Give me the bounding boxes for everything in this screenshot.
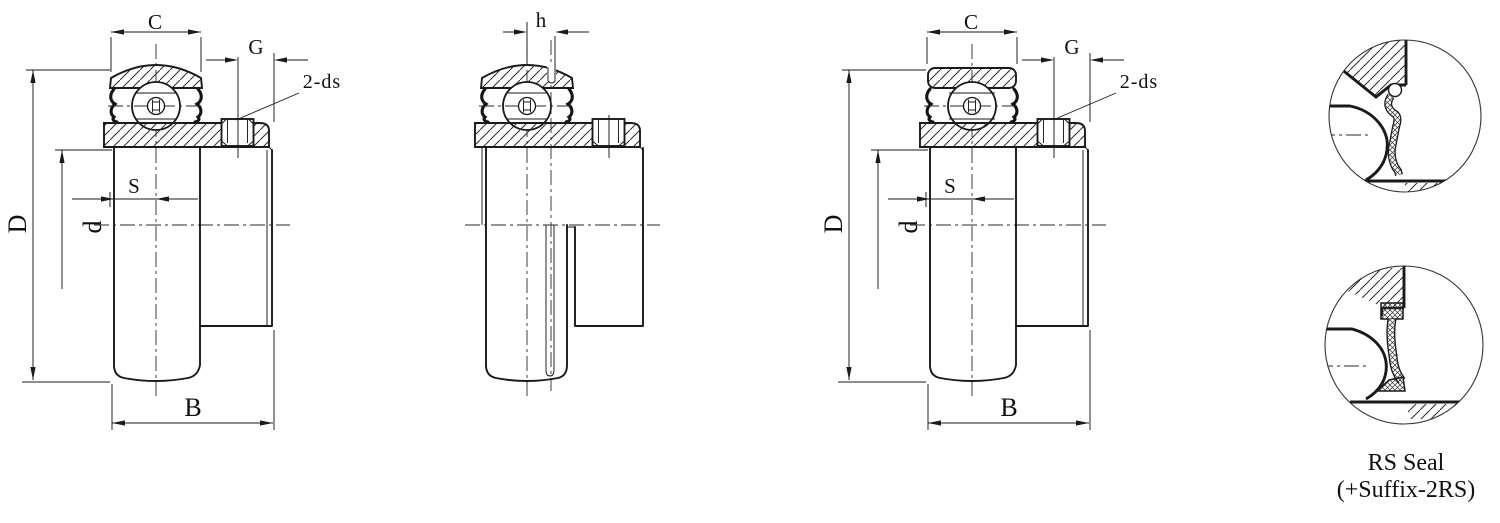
- cage-rivet-detail: [968, 99, 976, 113]
- dim-label-c-right: C: [964, 10, 978, 34]
- screw-label-left: 2-ds: [303, 71, 341, 93]
- dim-label-D-left: D: [3, 215, 32, 234]
- dimension-s: S: [72, 174, 198, 207]
- lower-hatch: [1406, 404, 1466, 419]
- dimension-b: B: [927, 330, 1091, 430]
- cage-rivet: [517, 96, 537, 116]
- cage-rivet-detail: [152, 99, 160, 113]
- set-screw: [1036, 118, 1071, 147]
- bearing-view-middle: h: [465, 8, 660, 396]
- shaft: [113, 146, 201, 382]
- cage-rivet-detail: [523, 99, 531, 113]
- seal-band-texture: [1385, 94, 1402, 176]
- dim-label-g-left: G: [248, 35, 263, 59]
- set-screw-callout: 2-ds: [1052, 71, 1158, 121]
- inner-ring-raceway-band: [135, 92, 177, 120]
- dim-label-c-left: C: [148, 10, 162, 34]
- seal-lip-right: [564, 87, 574, 124]
- screw-label-right: 2-ds: [1120, 71, 1158, 93]
- inner-ring-sphere-edge: [1329, 104, 1389, 182]
- dimension-h: h: [503, 8, 589, 72]
- dimension-bore: d: [55, 149, 112, 289]
- rubber-seal-stem-texture: [1387, 318, 1405, 383]
- cage-rivet: [146, 96, 166, 116]
- dim-label-b-left: B: [184, 393, 201, 422]
- inner-ring-raceway-band: [506, 92, 548, 120]
- seal-lip-right: [193, 87, 203, 124]
- dimension-c: C: [926, 10, 1018, 64]
- shaft-groove: [545, 225, 555, 377]
- dim-label-s-right: S: [944, 174, 956, 198]
- seal-caption-line2: (+Suffix-2RS): [1337, 477, 1475, 503]
- seal-lip-right: [1009, 87, 1019, 124]
- sleeve-edge-right: [574, 147, 644, 327]
- seal-caption-line1: RS Seal: [1368, 450, 1445, 476]
- set-screw-callout: 2-ds: [235, 71, 341, 121]
- bearing-view-left: C G 2-ds D d: [3, 10, 341, 430]
- outer-ring-section: [108, 64, 204, 89]
- dimension-g: G: [1022, 35, 1124, 122]
- dim-label-s-left: S: [128, 174, 140, 198]
- dim-label-b-right: B: [1000, 393, 1017, 422]
- dimension-outer-diameter: D: [3, 69, 110, 383]
- cage-rivet: [962, 96, 982, 116]
- dim-label-d-left: d: [78, 221, 107, 234]
- dimension-c: C: [110, 10, 202, 72]
- seal-detail-rs: [1324, 265, 1484, 425]
- lower-hatch: [1404, 183, 1464, 192]
- shaft: [929, 146, 1017, 382]
- dimension-b: B: [111, 330, 275, 430]
- sleeve-edge-outer: [1015, 149, 1089, 327]
- seal-caption: RS Seal (+Suffix-2RS): [1337, 450, 1475, 503]
- inner-ring-raceway-band: [949, 92, 995, 120]
- seal-curl: [1387, 82, 1403, 98]
- seal-lip-left: [109, 87, 119, 124]
- slot-cut: [547, 62, 556, 82]
- seal-lip-left: [480, 87, 490, 124]
- inner-ring-sphere-edge: [1326, 327, 1388, 401]
- dimension-g: G: [206, 35, 308, 122]
- dimension-bore: d: [871, 149, 928, 289]
- shaft: [485, 147, 568, 382]
- set-screw: [220, 118, 255, 147]
- set-screw: [591, 118, 626, 147]
- seal-lip-left: [925, 87, 935, 124]
- dim-label-g-right: G: [1064, 35, 1079, 59]
- seal-detail-r: [1328, 39, 1482, 193]
- dimension-s: S: [888, 174, 1014, 207]
- dim-label-D-right: D: [819, 215, 848, 234]
- dim-label-h-middle: h: [536, 8, 547, 32]
- dimension-outer-diameter: D: [819, 69, 926, 383]
- rubber-seal-anchor: [1380, 302, 1404, 320]
- sleeve-edge-outer: [199, 149, 273, 327]
- sleeve-step: [567, 146, 644, 228]
- dim-label-d-right: d: [894, 221, 923, 234]
- bearing-view-right: C G 2-ds D d: [819, 10, 1158, 430]
